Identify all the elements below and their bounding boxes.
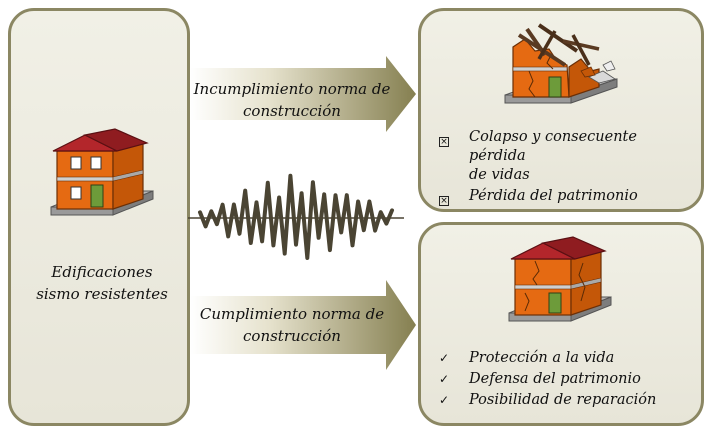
bottom-arrow-line2: construcción <box>243 327 341 345</box>
benefits-panel: ✓ Protección a la vida ✓ Defensa del pat… <box>418 222 704 426</box>
bottom-arrow-line1: Cumplimiento norma de <box>199 305 385 323</box>
list-item: ✓ Protección a la vida <box>439 350 615 366</box>
x-box-icon: × <box>439 196 449 206</box>
consequences-list: × Colapso y consecuente pérdida de vidas… <box>435 128 697 208</box>
benefits-list: ✓ Protección a la vida ✓ Defensa del pat… <box>435 349 697 412</box>
list-item: ✓ Defensa del patrimonio <box>439 371 641 387</box>
top-arrow-label: Incumplimiento norma de construcción <box>192 78 392 122</box>
bottom-arrow <box>190 280 416 370</box>
list-item: × Colapso y consecuente pérdida de vidas <box>439 129 637 183</box>
left-panel: Edificaciones sismo resistentes <box>8 8 190 426</box>
consequences-panel: × Colapso y consecuente pérdida de vidas… <box>418 8 704 212</box>
check-icon: ✓ <box>439 372 450 386</box>
house-icon <box>50 128 154 216</box>
list-item: ✓ Posibilidad de reparación <box>439 392 657 408</box>
top-arrow-line1: Incumplimiento norma de <box>193 80 391 98</box>
x-box-icon: × <box>439 137 449 147</box>
check-icon: ✓ <box>439 351 450 365</box>
top-arrow-line2: construcción <box>243 102 341 120</box>
top-arrow <box>190 56 416 132</box>
check-icon: ✓ <box>439 393 450 407</box>
collapsed-house-icon <box>504 23 618 104</box>
bottom-arrow-label: Cumplimiento norma de construcción <box>194 303 390 347</box>
seismogram-icon <box>188 173 404 260</box>
cracked-house-icon <box>508 236 612 322</box>
left-label-line2: sismo resistentes <box>36 285 168 303</box>
list-item: × Pérdida del patrimonio <box>439 188 638 206</box>
left-label-line1: Edificaciones <box>51 263 153 281</box>
